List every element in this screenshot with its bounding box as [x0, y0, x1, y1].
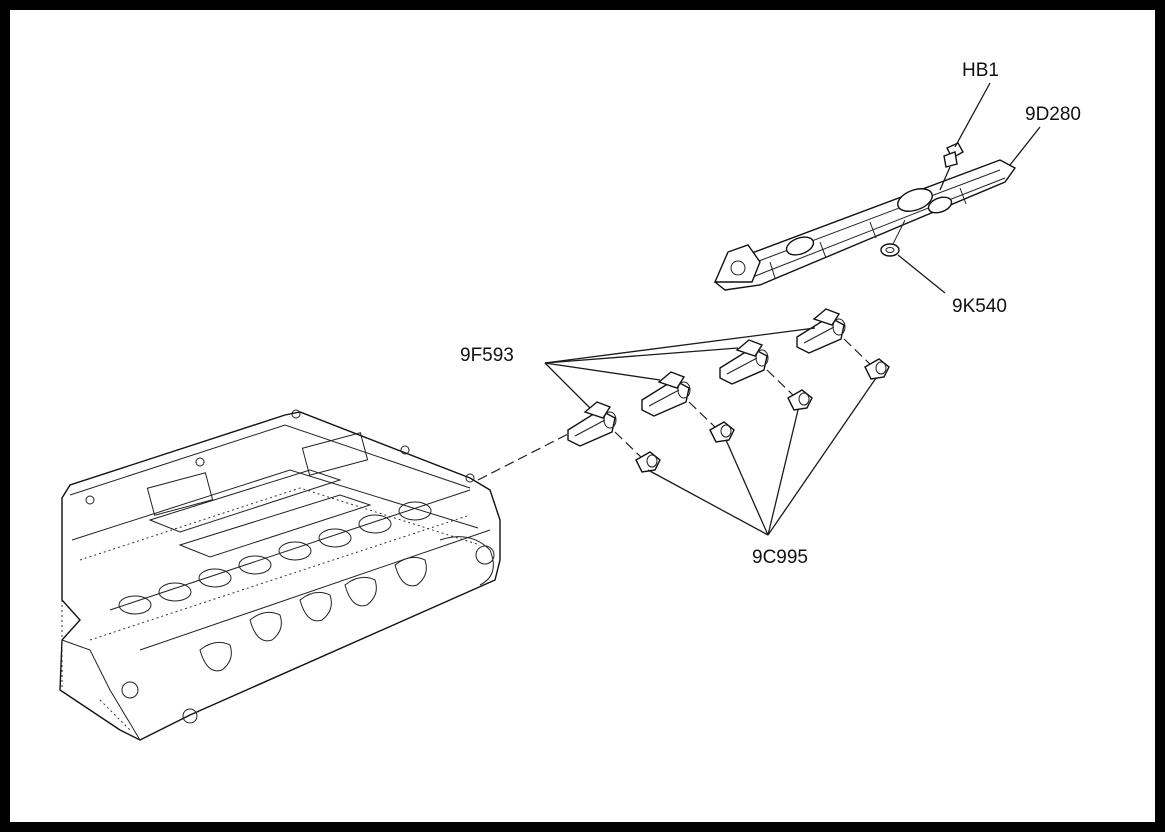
- fuel-injector: [641, 371, 691, 417]
- label-9k540: 9K540: [952, 296, 1007, 317]
- o-ring: [864, 358, 890, 380]
- fuel-injector: [567, 401, 617, 447]
- leader-lines: [544, 82, 1041, 536]
- fuel-injector: [719, 339, 769, 385]
- seal: [880, 243, 900, 257]
- exploded-view-diagram: HB1 9D280 9K540 9F593 9C995: [59, 60, 1081, 741]
- cylinder-head: [59, 409, 501, 741]
- o-ring: [635, 451, 661, 473]
- fuel-injector: [796, 308, 846, 354]
- label-9c995: 9C995: [752, 547, 808, 568]
- injector-centerline: [477, 431, 573, 481]
- fuel-rail: [713, 159, 1017, 291]
- label-9f593: 9F593: [460, 345, 514, 366]
- o-ring: [787, 389, 813, 411]
- label-hb1: HB1: [962, 60, 999, 81]
- o-ring: [709, 421, 735, 443]
- label-9d280: 9D280: [1025, 104, 1081, 125]
- bolt: [939, 142, 964, 191]
